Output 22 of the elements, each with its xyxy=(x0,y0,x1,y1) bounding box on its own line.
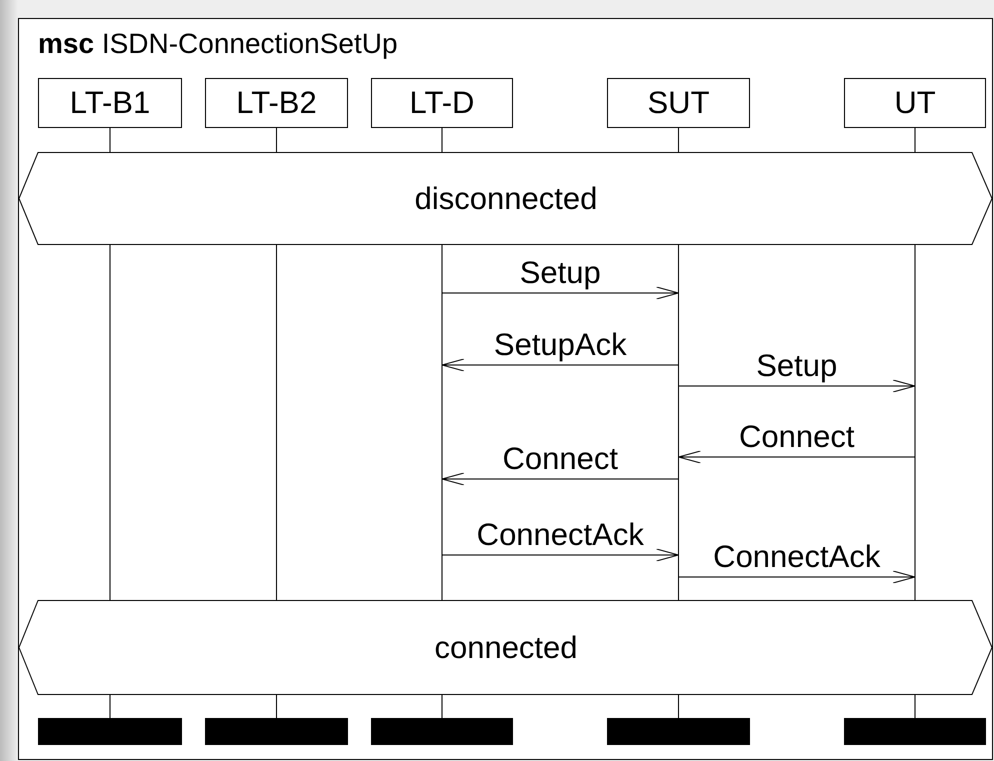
message-arrow xyxy=(442,548,679,562)
message-label: SetupAck xyxy=(494,329,627,360)
instance-head-box: UT xyxy=(844,78,986,128)
message-arrow xyxy=(678,570,916,584)
message-label: ConnectAck xyxy=(476,519,644,550)
message-arrow xyxy=(442,472,679,486)
instance-head-box: LT-B1 xyxy=(38,78,182,128)
message-label: ConnectAck xyxy=(713,541,880,572)
instance-head-box: SUT xyxy=(607,78,750,128)
condition-label: disconnected xyxy=(414,183,598,214)
message-label: Setup xyxy=(756,350,838,381)
message-arrow xyxy=(442,286,679,300)
message-label: Connect xyxy=(502,443,618,474)
instance-head-box: LT-B2 xyxy=(205,78,348,128)
instance-head-box: LT-D xyxy=(371,78,513,128)
message-arrow xyxy=(442,358,679,372)
message-label: Setup xyxy=(520,257,601,288)
diagram-title: msc ISDN-ConnectionSetUp xyxy=(38,28,398,60)
message-label: Connect xyxy=(739,421,854,452)
message-arrow xyxy=(678,450,916,464)
condition-label: connected xyxy=(434,632,578,663)
message-arrow xyxy=(678,380,916,392)
